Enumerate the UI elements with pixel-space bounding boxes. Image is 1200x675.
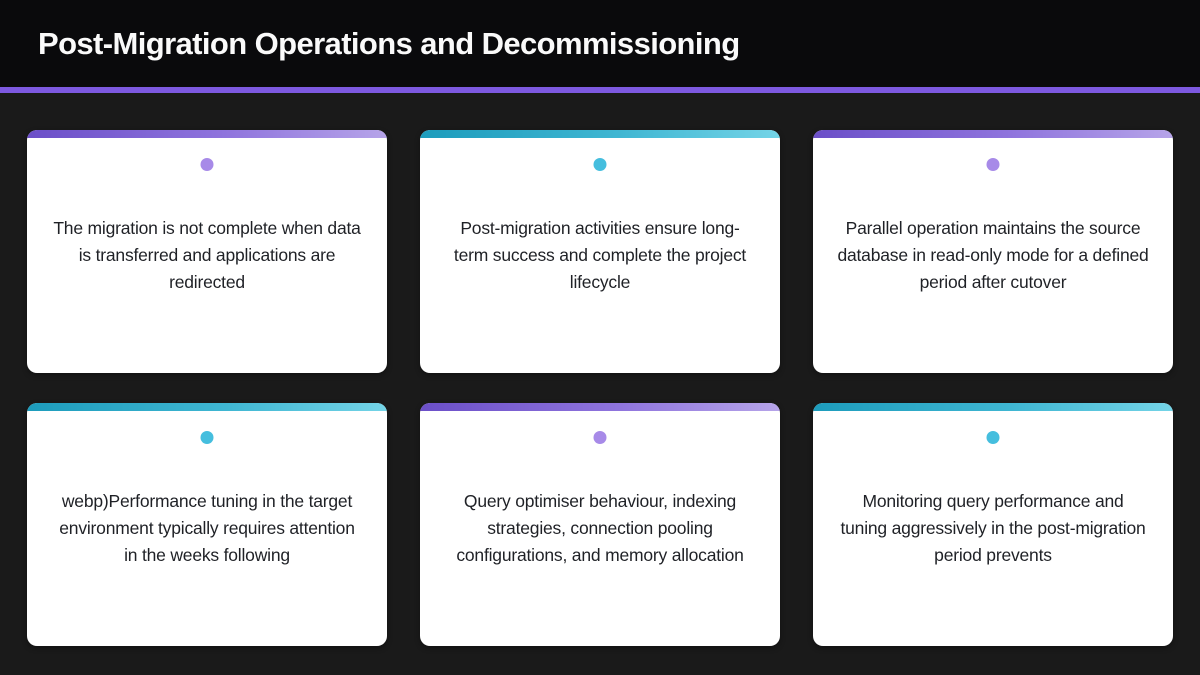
card-text: Query optimiser behaviour, indexing stra… [456, 491, 744, 565]
card-accent-bar [27, 403, 387, 411]
accent-divider [0, 87, 1200, 93]
card-body: webp)Performance tuning in the target en… [27, 411, 387, 646]
card-3: Parallel operation maintains the source … [813, 130, 1173, 373]
card-body: Post-migration activities ensure long-te… [420, 138, 780, 373]
page-title: Post-Migration Operations and Decommissi… [38, 25, 740, 61]
card-text: Parallel operation maintains the source … [837, 218, 1149, 292]
card-body: The migration is not complete when data … [27, 138, 387, 373]
card-1: The migration is not complete when data … [27, 130, 387, 373]
card-4: webp)Performance tuning in the target en… [27, 403, 387, 646]
card-text: webp)Performance tuning in the target en… [59, 491, 355, 565]
card-accent-bar [813, 130, 1173, 138]
card-accent-bar [813, 403, 1173, 411]
bullet-dot-icon [986, 158, 1000, 171]
card-accent-bar [420, 403, 780, 411]
card-2: Post-migration activities ensure long-te… [420, 130, 780, 373]
card-5: Query optimiser behaviour, indexing stra… [420, 403, 780, 646]
bullet-dot-icon [986, 431, 1000, 444]
bullet-dot-icon [593, 431, 607, 444]
card-body: Monitoring query performance and tuning … [813, 411, 1173, 646]
card-body: Query optimiser behaviour, indexing stra… [420, 411, 780, 646]
card-accent-bar [420, 130, 780, 138]
card-text: The migration is not complete when data … [53, 218, 361, 292]
header: Post-Migration Operations and Decommissi… [0, 0, 1200, 87]
bullet-dot-icon [200, 158, 214, 171]
bullet-dot-icon [200, 431, 214, 444]
card-6: Monitoring query performance and tuning … [813, 403, 1173, 646]
card-accent-bar [27, 130, 387, 138]
card-text: Monitoring query performance and tuning … [840, 491, 1146, 565]
card-text: Post-migration activities ensure long-te… [453, 218, 747, 292]
bullet-dot-icon [593, 158, 607, 171]
cards-grid: The migration is not complete when data … [0, 93, 1200, 646]
card-body: Parallel operation maintains the source … [813, 138, 1173, 373]
